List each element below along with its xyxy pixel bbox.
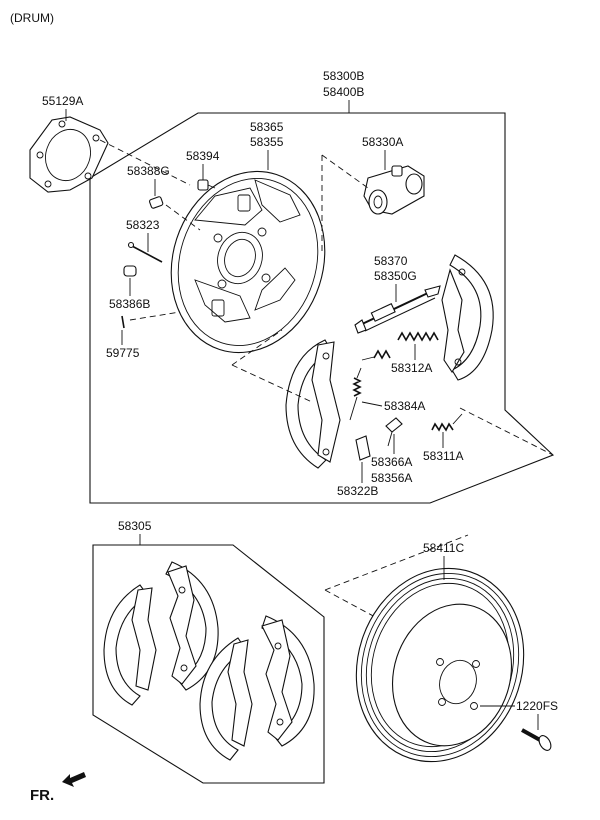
label-58411C[interactable]: 58411C xyxy=(423,541,464,555)
front-label: FR. xyxy=(30,787,54,804)
label-1220FS[interactable]: 1220FS xyxy=(516,699,558,713)
kit-shoe-left-1 xyxy=(103,584,157,706)
label-58370[interactable]: 58370 xyxy=(374,254,408,268)
label-58384A[interactable]: 58384A xyxy=(384,399,425,413)
label-58322B[interactable]: 58322B xyxy=(337,484,378,498)
label-58323[interactable]: 58323 xyxy=(126,218,160,232)
screw-part xyxy=(521,728,552,751)
pin-part xyxy=(127,241,163,263)
left-shoe-part xyxy=(285,339,341,469)
dashed-guide-cylinder-b xyxy=(321,154,369,189)
wheel-cylinder-part xyxy=(363,165,425,215)
label-58400B[interactable]: 58400B xyxy=(323,85,364,99)
label-58305[interactable]: 58305 xyxy=(118,519,152,533)
right-shoe-part xyxy=(441,254,494,381)
shoe-kit-boundary xyxy=(92,544,325,784)
label-58388G[interactable]: 58388G xyxy=(127,164,170,178)
label-58386B[interactable]: 58386B xyxy=(109,297,150,311)
dashed-guide-left-shoe xyxy=(231,364,313,403)
dashed-guide-spring-pin xyxy=(129,311,181,321)
cap-part xyxy=(149,196,164,209)
assembly-boundary xyxy=(89,112,555,504)
hold-down-spring-part xyxy=(349,367,362,421)
label-58330A[interactable]: 58330A xyxy=(362,135,403,149)
gasket-part xyxy=(29,116,109,193)
variant-title: (DRUM) xyxy=(10,11,54,25)
retainer-part xyxy=(355,435,371,461)
front-arrow-icon xyxy=(62,772,86,787)
leader-58384A xyxy=(361,401,383,407)
label-58312A[interactable]: 58312A xyxy=(391,361,432,375)
label-58394[interactable]: 58394 xyxy=(186,149,220,163)
dashed-guide-drum-top xyxy=(324,534,469,591)
plug-part xyxy=(123,265,137,277)
kit-shoe-right-1 xyxy=(165,561,219,691)
kit-shoe-right-2 xyxy=(261,615,315,747)
upper-spring-part xyxy=(361,331,439,361)
dashed-guide-cap xyxy=(165,204,201,231)
backing-plate-part xyxy=(170,170,326,354)
label-59775[interactable]: 59775 xyxy=(106,346,140,360)
label-55129A[interactable]: 55129A xyxy=(42,94,83,108)
brake-drum-part xyxy=(355,567,525,763)
lever-part xyxy=(385,417,403,447)
label-58311A[interactable]: 58311A xyxy=(423,449,463,463)
label-58355[interactable]: 58355 xyxy=(250,135,284,149)
kit-shoe-left-2 xyxy=(199,637,253,761)
dashed-guide-plate xyxy=(231,329,283,366)
label-58350G[interactable]: 58350G xyxy=(374,269,417,283)
label-58366A[interactable]: 58366A xyxy=(371,455,412,469)
lower-spring-part xyxy=(431,413,463,432)
label-58356A[interactable]: 58356A xyxy=(371,471,412,485)
dashed-guide-gasket xyxy=(99,139,191,186)
spring-pin-part xyxy=(121,315,125,329)
adjuster-part xyxy=(354,285,441,334)
label-58365[interactable]: 58365 xyxy=(250,120,284,134)
label-58300B[interactable]: 58300B xyxy=(323,69,364,83)
dashed-guide-right xyxy=(459,407,554,456)
